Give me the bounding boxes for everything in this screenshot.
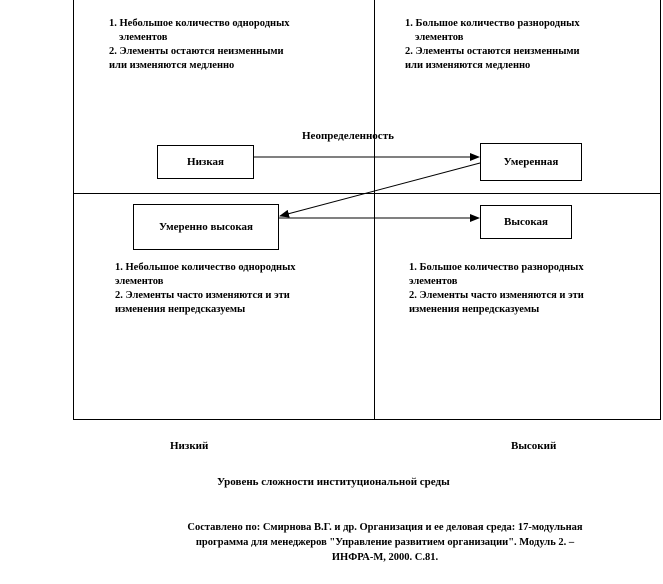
- x-axis-high-label: Высокий: [511, 440, 557, 452]
- box-moderate: Умеренная: [480, 143, 582, 181]
- quadrant-line: 2. Элементы часто изменяются и эти: [115, 290, 290, 301]
- uncertainty-title: Неопределенность: [302, 130, 394, 142]
- quadrant-line: элементов: [115, 276, 164, 287]
- quadrant-line: 1. Небольшое количество однородных: [115, 262, 296, 273]
- source-line: ИНФРА-М, 2000. С.81.: [331, 552, 439, 563]
- source-line: Составлено по: Смирнова В.Г. и др. Орган…: [187, 522, 583, 533]
- horizontal-divider: [73, 193, 661, 194]
- quadrant-top-left-text: 1. Небольшое количество однородных элеме…: [109, 17, 290, 73]
- quadrant-line: 1. Большое количество разнородных: [405, 18, 580, 29]
- quadrant-line: или изменяются медленно: [109, 60, 235, 71]
- x-axis-low-label: Низкий: [170, 440, 209, 452]
- diagram-frame: [73, 0, 661, 420]
- quadrant-line: 1. Небольшое количество однородных: [109, 18, 290, 29]
- x-axis-title: Уровень сложности институциональной сред…: [217, 476, 450, 488]
- quadrant-top-right-text: 1. Большое количество разнородных элемен…: [405, 17, 580, 73]
- quadrant-bottom-left-text: 1. Небольшое количество однородных элеме…: [115, 261, 296, 317]
- quadrant-line: элементов: [119, 32, 168, 43]
- quadrant-line: 2. Элементы остаются неизменными: [109, 46, 284, 57]
- box-moderately-high: Умеренно высокая: [133, 204, 279, 250]
- box-low: Низкая: [157, 145, 254, 179]
- source-caption: Составлено по: Смирнова В.Г. и др. Орган…: [120, 520, 650, 565]
- quadrant-line: элементов: [415, 32, 464, 43]
- vertical-divider: [374, 0, 375, 420]
- quadrant-line: изменения непредсказуемы: [409, 304, 540, 315]
- quadrant-bottom-right-text: 1. Большое количество разнородных элемен…: [409, 261, 584, 317]
- quadrant-line: 2. Элементы остаются неизменными: [405, 46, 580, 57]
- quadrant-line: 2. Элементы часто изменяются и эти: [409, 290, 584, 301]
- arrow-moderate-to-moderately-high: [279, 162, 481, 218]
- quadrant-line: элементов: [409, 276, 458, 287]
- quadrant-line: 1. Большое количество разнородных: [409, 262, 584, 273]
- box-high: Высокая: [480, 205, 572, 239]
- source-line: программа для менеджеров "Управление раз…: [195, 537, 575, 548]
- quadrant-line: изменения непредсказуемы: [115, 304, 246, 315]
- quadrant-line: или изменяются медленно: [405, 60, 531, 71]
